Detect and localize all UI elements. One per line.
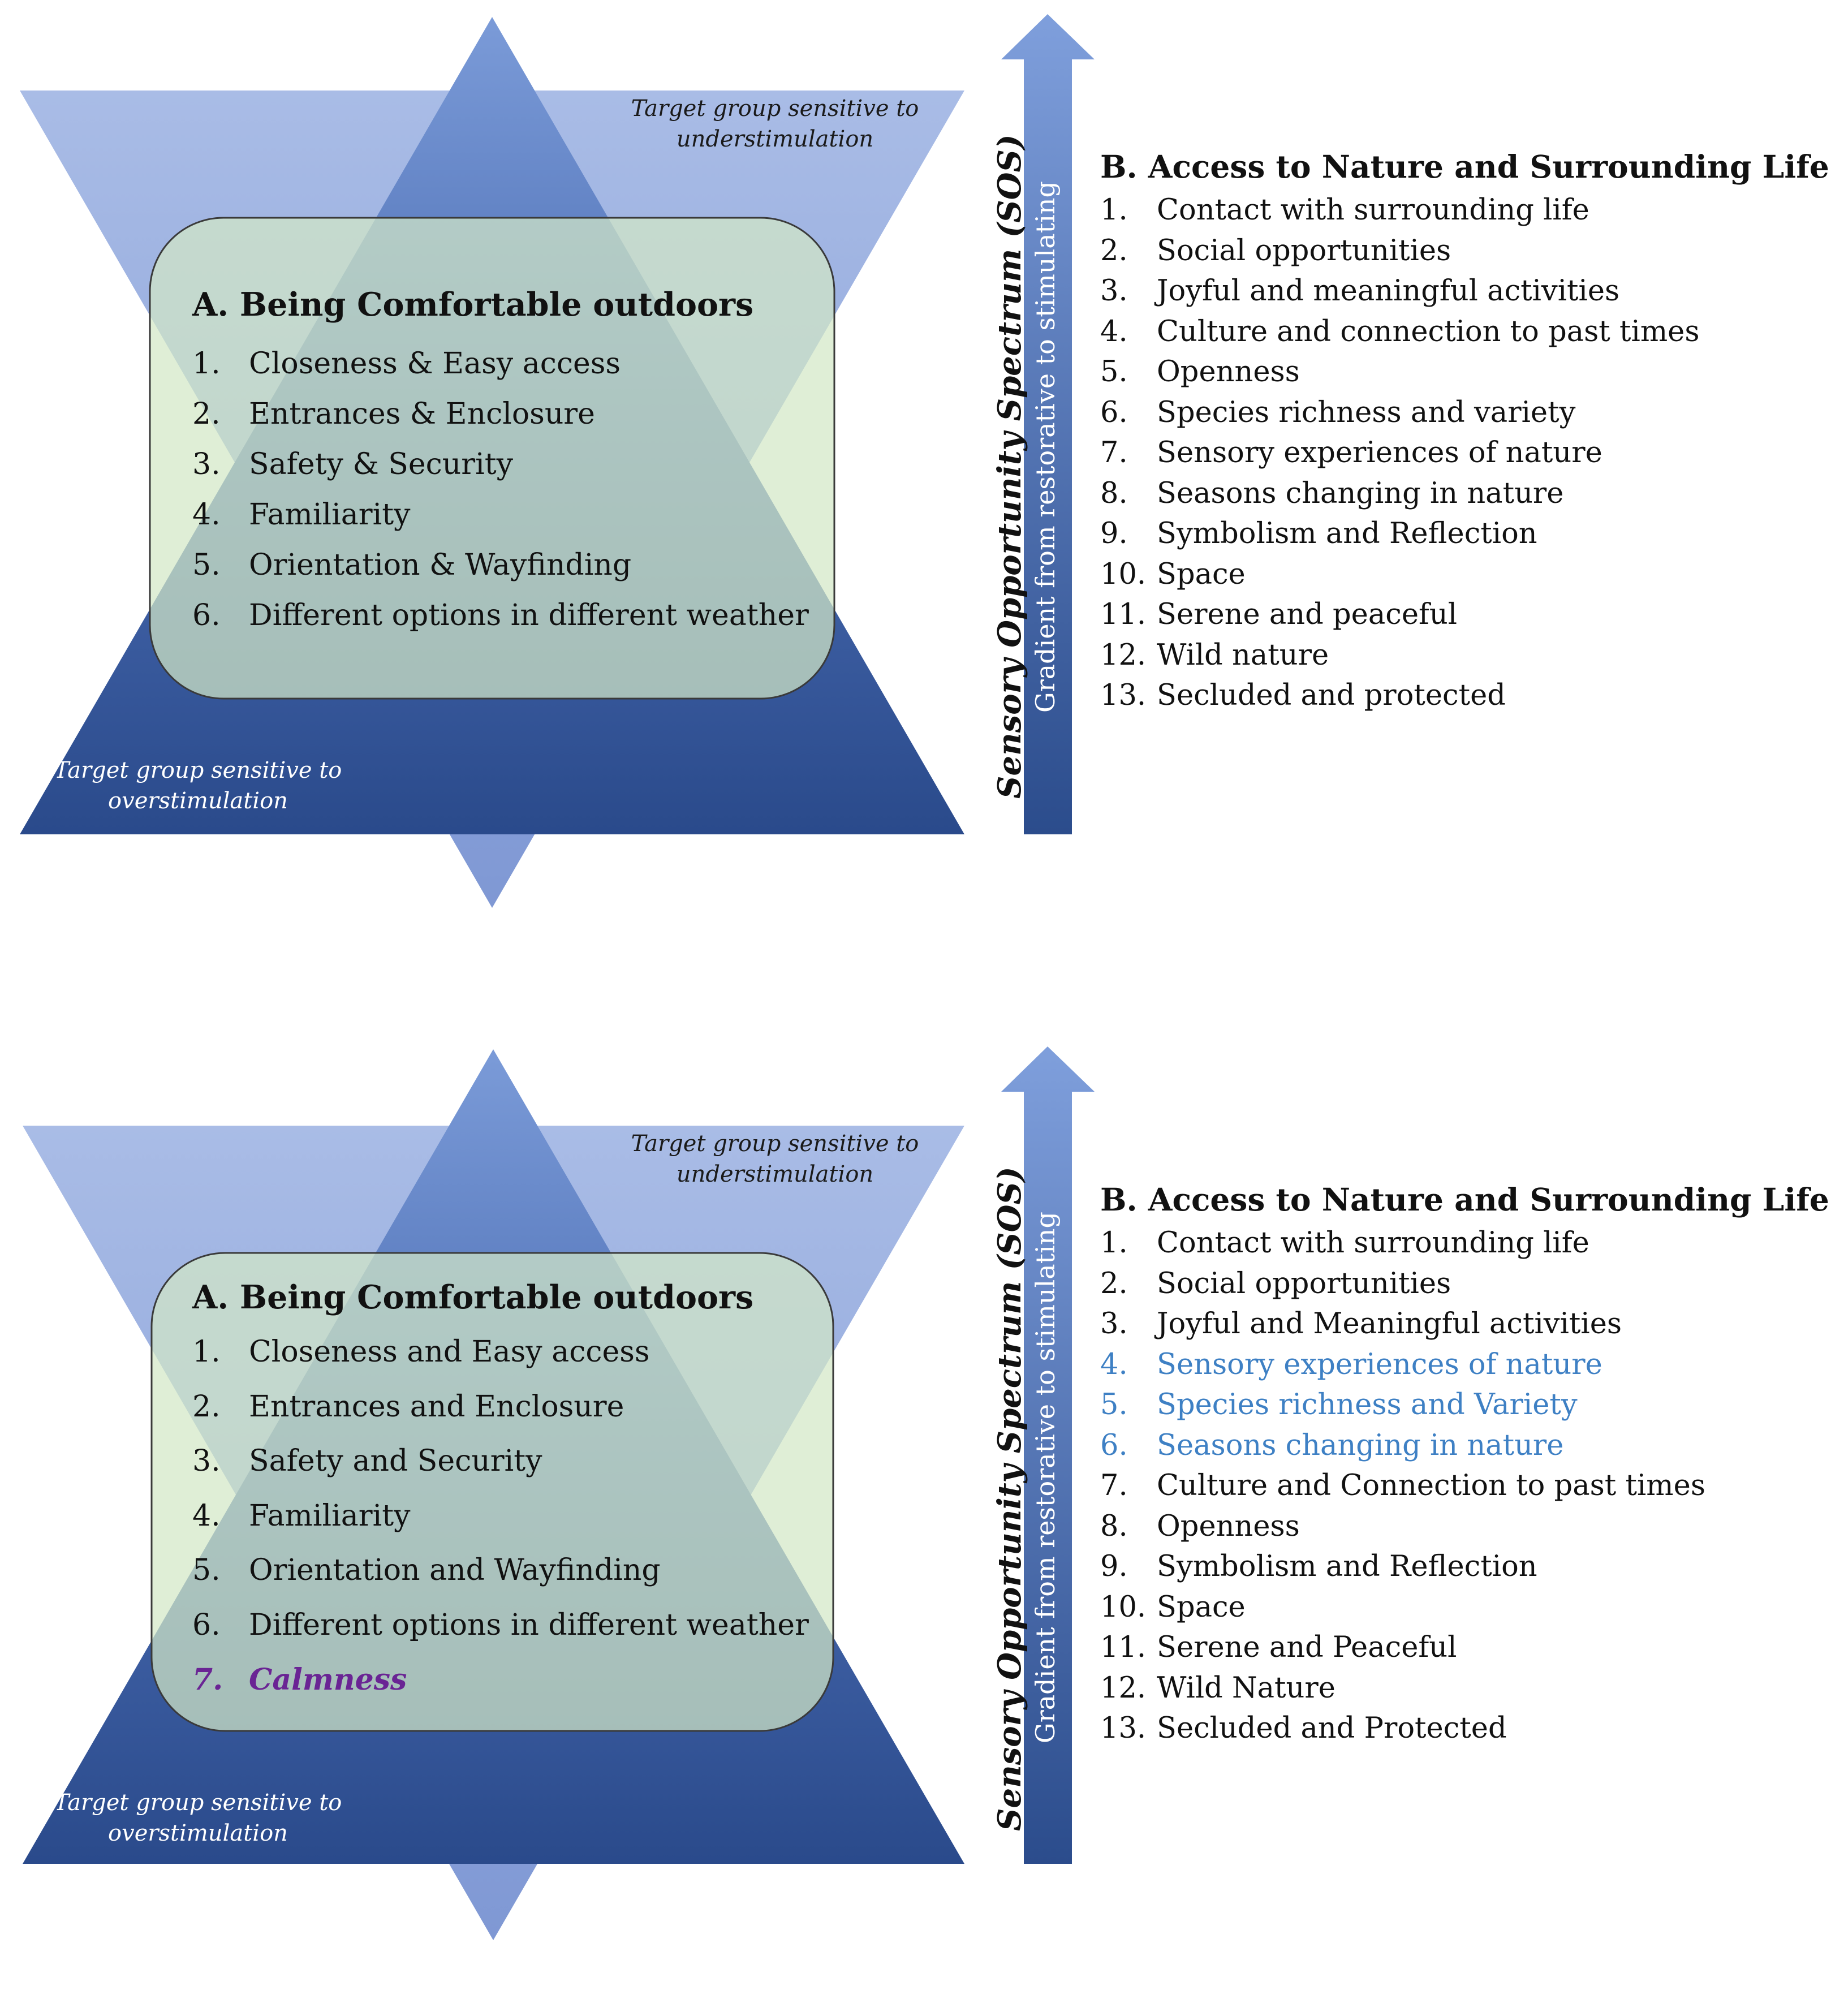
list-item: 4.Familiarity xyxy=(192,1498,411,1533)
list-item-highlighted: 7.Calmness xyxy=(192,1662,407,1697)
list-item: 11.Serene and Peaceful xyxy=(1100,1631,1457,1664)
target-group-understimulation-label: Target group sensitive to understimulati… xyxy=(631,1131,919,1187)
gradient-label: Gradient from restorative to stimulating xyxy=(1030,181,1061,713)
diagram-panel-1: Target group sensitive to understimulati… xyxy=(0,0,1831,981)
category-b-title: B. Access to Nature and Surrounding Life xyxy=(1100,148,1829,185)
list-item: 13.Secluded and Protected xyxy=(1100,1712,1507,1745)
list-item: 6.Species richness and variety xyxy=(1100,395,1576,429)
category-a-title: A. Being Comfortable outdoors xyxy=(192,286,754,324)
list-item: 9.Symbolism and Reflection xyxy=(1100,517,1537,550)
list-item: 1.Contact with surrounding life xyxy=(1100,1226,1589,1260)
list-item: 2.Entrances & Enclosure xyxy=(192,397,595,431)
list-item: 1.Closeness & Easy access xyxy=(192,347,621,381)
category-a-list: A. Being Comfortable outdoors 1.Closenes… xyxy=(192,286,815,649)
category-a-title: A. Being Comfortable outdoors xyxy=(192,1278,754,1316)
list-item: 9.Symbolism and Reflection xyxy=(1100,1550,1537,1583)
list-item: 1.Contact with surrounding life xyxy=(1100,193,1589,227)
list-item: 4.Familiarity xyxy=(192,498,411,532)
list-item: 10.Space xyxy=(1100,557,1246,591)
target-group-overstimulation-label: Target group sensitive to overstimulatio… xyxy=(54,1790,342,1846)
category-b-list: B. Access to Nature and Surrounding Life… xyxy=(1100,148,1829,720)
target-group-understimulation-label: Target group sensitive to understimulati… xyxy=(631,96,919,152)
list-item: 5.Orientation & Wayfinding xyxy=(192,548,632,582)
list-item: 2.Entrances and Enclosure xyxy=(192,1389,624,1424)
list-item: 11.Serene and peaceful xyxy=(1100,598,1458,631)
category-b-title: B. Access to Nature and Surrounding Life xyxy=(1100,1181,1829,1218)
list-item: 6.Different options in different weather xyxy=(192,598,809,632)
list-item-highlighted: 4.Sensory experiences of nature xyxy=(1100,1347,1602,1381)
list-item-highlighted: 5.Species richness and Variety xyxy=(1100,1388,1578,1421)
list-item: 5.Orientation and Wayfinding xyxy=(192,1553,661,1587)
list-item: 7.Culture and Connection to past times xyxy=(1100,1469,1705,1502)
list-item: 2.Social opportunities xyxy=(1100,1267,1451,1300)
list-item: 4.Culture and connection to past times xyxy=(1100,315,1700,348)
list-item: 1.Closeness and Easy access xyxy=(192,1335,650,1369)
category-a-box xyxy=(150,1252,834,1732)
list-item-highlighted: 6.Seasons changing in nature xyxy=(1100,1428,1564,1462)
gradient-label: Gradient from restorative to stimulating xyxy=(1030,1212,1061,1744)
star-of-david-graphic xyxy=(20,14,1095,908)
sos-arrow xyxy=(1001,1046,1095,1864)
category-b-list: B. Access to Nature and Surrounding Life… xyxy=(1100,1181,1829,1752)
list-item: 10.Space xyxy=(1100,1590,1246,1624)
list-item: 2.Social opportunities xyxy=(1100,234,1451,268)
list-item: 8.Seasons changing in nature xyxy=(1100,476,1564,510)
list-item: 13.Secluded and protected xyxy=(1100,679,1506,712)
list-item: 12.Wild nature xyxy=(1100,638,1329,672)
star-of-david-graphic xyxy=(23,1046,1095,1940)
target-group-overstimulation-label: Target group sensitive to overstimulatio… xyxy=(54,757,342,814)
diagram-panel-2: Target group sensitive to understimulati… xyxy=(0,1035,1831,2016)
category-a-box xyxy=(149,217,835,700)
list-item: 8.Openness xyxy=(1100,1509,1300,1543)
list-item: 3.Safety and Security xyxy=(192,1444,542,1478)
list-item: 7.Sensory experiences of nature xyxy=(1100,436,1602,469)
list-item: 3.Joyful and Meaningful activities xyxy=(1100,1307,1622,1341)
list-item: 3.Joyful and meaningful activities xyxy=(1100,274,1620,308)
list-item: 6.Different options in different weather xyxy=(192,1608,809,1642)
list-item: 12.Wild Nature xyxy=(1100,1671,1335,1705)
category-a-list: A. Being Comfortable outdoors 1.Closenes… xyxy=(192,1278,815,1717)
list-item: 5.Openness xyxy=(1100,355,1300,389)
list-item: 3.Safety & Security xyxy=(192,447,514,481)
sos-arrow xyxy=(1001,14,1095,834)
